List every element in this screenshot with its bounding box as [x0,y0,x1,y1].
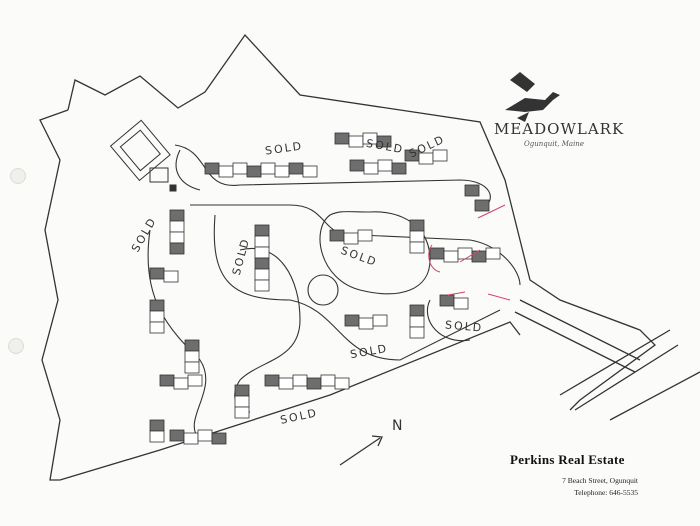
building-unit [234,395,250,408]
building-unit [149,321,165,334]
building-unit [409,219,425,232]
agency-address: 7 Beach Street, Ogunquit [562,476,638,485]
building-unit [264,374,280,387]
building-unit [358,317,374,330]
building-unit [453,297,469,310]
building-unit [184,361,200,374]
building-unit [260,162,276,175]
building-unit [197,429,213,442]
building-unit [184,339,200,352]
building-unit [254,224,270,237]
building-unit [474,199,490,212]
building-unit [457,247,473,260]
building-unit [169,209,185,222]
building-unit [159,374,175,387]
building-unit [344,314,360,327]
building-unit [254,246,270,259]
north-label: N [392,418,402,434]
tennis-court [109,119,177,192]
building-unit [173,377,189,390]
community-title: MEADOWLARK [494,120,625,138]
building-unit [464,184,480,197]
building-unit [409,241,425,254]
building-unit [372,314,388,327]
building-unit [254,279,270,292]
building-unit [204,162,220,175]
building-unit [218,165,234,178]
building-unit [246,165,262,178]
building-unit [187,374,203,387]
building-unit [149,310,165,323]
markup-lines [428,204,511,301]
building-unit [149,419,165,432]
building-unit [149,267,165,280]
building-unit [302,165,318,178]
building-unit [377,159,393,172]
building-unit [183,432,199,445]
agency-name: Perkins Real Estate [510,452,625,467]
building-unit [292,374,308,387]
building-unit [320,374,336,387]
building-unit [409,326,425,339]
building-unit [169,242,185,255]
building-unit [432,149,448,162]
building-unit [234,406,250,419]
building-unit [485,247,501,260]
building-unit [278,377,294,390]
building-unit [149,299,165,312]
building-unit [443,250,459,263]
building-unit [429,247,445,260]
community-location: Ogunquit, Maine [524,140,584,148]
building-unit [409,304,425,317]
binder-hole [10,168,26,184]
building-unit [163,270,179,283]
meadowlark-bird-icon [505,72,560,122]
building-unit [288,162,304,175]
building-unit [184,350,200,363]
building-units [149,132,501,445]
building-unit [349,159,365,172]
building-unit [169,429,185,442]
building-unit [334,377,350,390]
property-boundary [39,33,700,481]
building-unit [376,135,392,148]
building-unit [348,135,364,148]
building-unit [409,315,425,328]
building-unit [234,384,250,397]
agency-telephone: Telephone: 646-5535 [574,488,638,497]
building-unit [254,257,270,270]
north-arrow [339,435,383,466]
building-unit [329,229,345,242]
building-unit [306,377,322,390]
building-unit [391,162,407,175]
building-unit [254,268,270,281]
building-unit [363,162,379,175]
building-unit [254,235,270,248]
building-unit [149,430,165,443]
building-unit [343,232,359,245]
building-unit [439,294,455,307]
building-unit [274,165,290,178]
building-unit [232,162,248,175]
building-unit [169,231,185,244]
building-unit [169,220,185,233]
building-unit [334,132,350,145]
binder-hole [8,338,24,354]
building-unit [409,230,425,243]
building-unit [471,250,487,263]
building-unit [211,432,227,445]
building-unit [357,229,373,242]
